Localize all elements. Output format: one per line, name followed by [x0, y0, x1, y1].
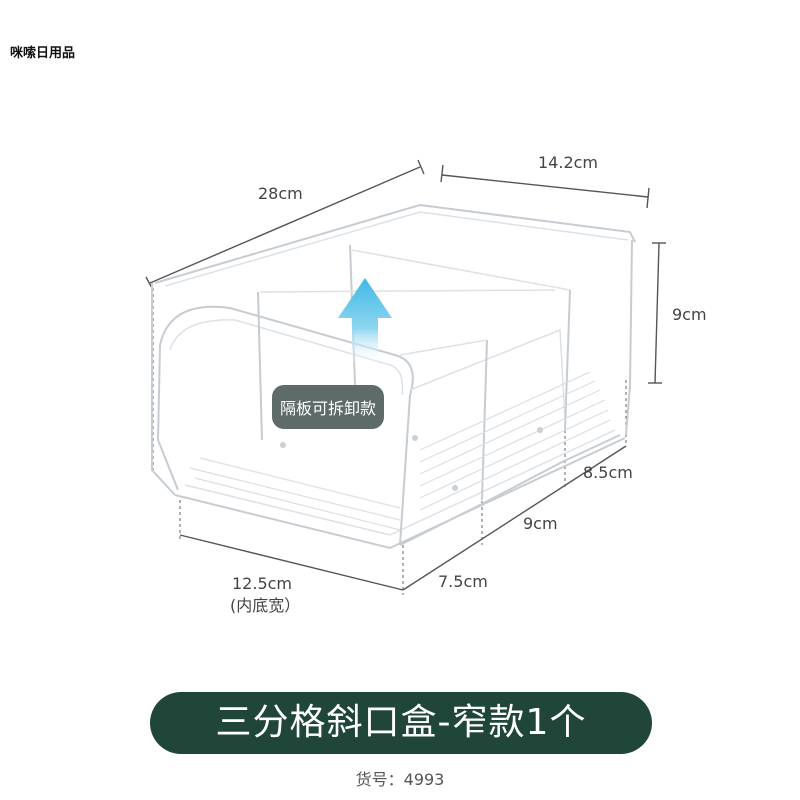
divider-label-text: 隔板可拆卸款	[280, 399, 376, 418]
dimension-line-width	[440, 164, 650, 209]
sku-line: 货号：4993	[0, 766, 800, 790]
sku-label: 货号：	[355, 770, 404, 789]
dim-height-label: 9cm	[672, 305, 707, 324]
product-title-banner: 三分格斜口盒-窄款1个	[150, 692, 652, 754]
dim-width-label: 14.2cm	[538, 153, 598, 172]
dim-length-label: 28cm	[258, 184, 303, 203]
dim-front-section-label: 7.5cm	[438, 572, 488, 591]
dim-middle-section-label: 9cm	[523, 514, 558, 533]
dim-back-section-label: 8.5cm	[583, 463, 633, 482]
divider-label-badge: 隔板可拆卸款	[272, 385, 384, 429]
dimension-line-height	[648, 242, 666, 384]
storage-box	[151, 203, 636, 550]
sku-value: 4993	[403, 770, 445, 789]
dim-inner-bottom-label: 12.5cm	[232, 574, 292, 593]
brand-name: 咪嗦日用品	[10, 46, 76, 61]
dim-inner-bottom-note: (内底宽）	[230, 596, 300, 615]
up-arrow-icon	[338, 278, 392, 362]
